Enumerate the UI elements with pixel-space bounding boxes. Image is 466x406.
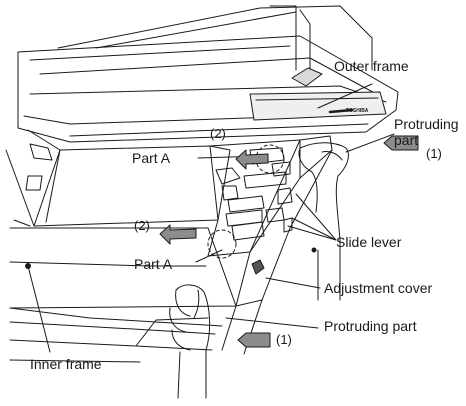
leader-slide-lever-1 <box>295 193 337 241</box>
leader-adjustment-cover <box>265 277 321 289</box>
label-step-1-bottom: (1) <box>276 332 292 347</box>
adjustment-cover <box>221 135 333 355</box>
left-hand <box>169 284 211 399</box>
label-part-a-upper: Part A <box>132 150 171 166</box>
leader-outer-frame <box>317 83 373 109</box>
leader-protruding-top <box>345 133 395 153</box>
label-slide-lever: Slide lever <box>336 234 402 250</box>
arrow-push-top-right <box>383 135 419 151</box>
label-step-1-top: (1) <box>426 146 442 161</box>
leader-inner-frame <box>27 265 51 353</box>
part-a-lower-marker <box>207 229 237 259</box>
arrow-slide-upper <box>235 149 269 170</box>
label-protruding-part-top-line1: Protruding <box>394 116 459 132</box>
platen-cover <box>57 5 373 87</box>
label-step-2-lower: (2) <box>134 218 150 233</box>
inner-frame <box>9 227 237 363</box>
leader-slide-lever-3 <box>287 225 337 241</box>
label-step-2-upper: (2) <box>210 126 226 141</box>
label-outer-frame: Outer frame <box>334 58 409 74</box>
leader-part-a-lower <box>195 249 223 263</box>
brand-mark: TOSHIBA <box>346 108 369 114</box>
leader-lines <box>25 83 395 353</box>
arrow-slide-lower <box>159 224 197 245</box>
label-protruding-part-top-line2: part <box>394 132 419 148</box>
label-adjustment-cover: Adjustment cover <box>324 280 433 296</box>
outer-frame-body <box>17 35 399 143</box>
right-hand <box>298 142 349 301</box>
leader-slide-lever-2 <box>291 217 337 241</box>
arrow-push-bottom <box>237 332 271 348</box>
document-bed <box>5 129 231 227</box>
leader-protruding-bottom <box>225 317 319 329</box>
label-part-a-lower: Part A <box>134 256 173 272</box>
label-protruding-part-bottom: Protruding part <box>324 318 417 334</box>
label-inner-frame: Inner frame <box>30 356 102 372</box>
